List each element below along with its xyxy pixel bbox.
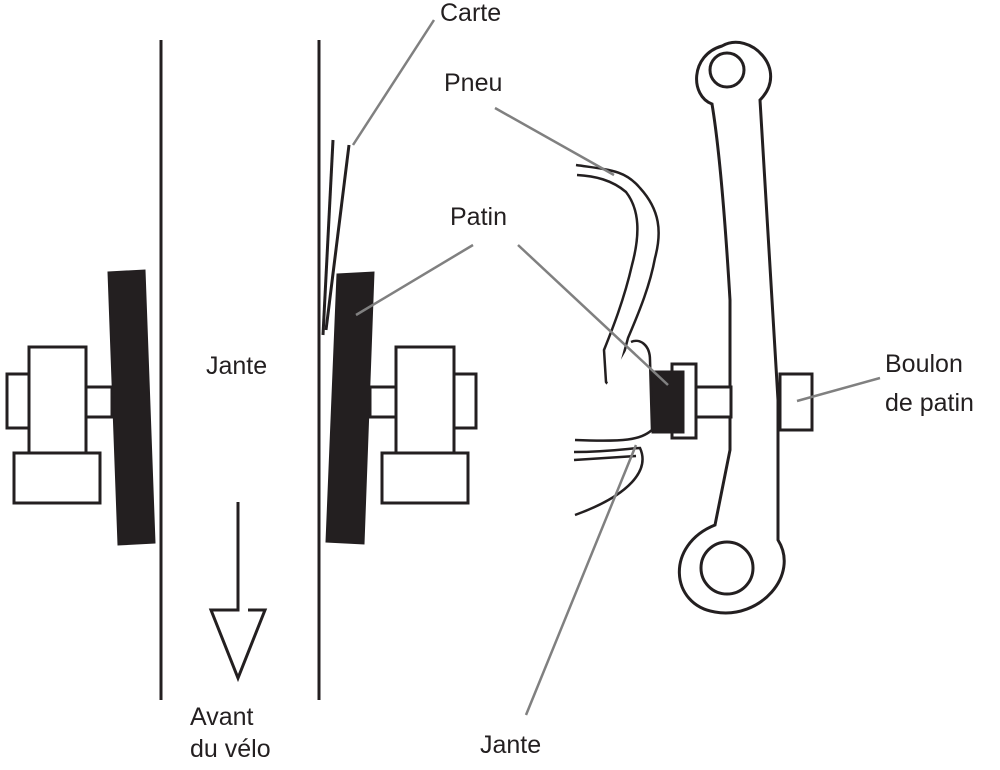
rim-lower-outline (573, 446, 644, 517)
leader-lines (351, 19, 881, 716)
right-pad-holder-base (380, 451, 470, 505)
pad-bolt-head (778, 372, 814, 432)
rim-tire-section (573, 163, 660, 517)
pad-section (651, 362, 733, 440)
left-pad-holder-base (12, 451, 102, 505)
labels: Jante Avant du vélo Carte Pneu Patin Bou… (190, 0, 974, 763)
rim-inner-wall (573, 454, 637, 462)
leader-pad-left (355, 243, 474, 317)
pad-rubber-section (651, 370, 685, 434)
leader-tire (494, 106, 615, 177)
card-shim (321, 139, 351, 336)
leader-pad-bolt (796, 376, 881, 403)
rim-front-view (159, 40, 321, 700)
brake-arm-bottom-pivot (699, 540, 755, 596)
leader-rim (524, 444, 638, 716)
brake-arm-top-pivot (708, 51, 746, 89)
direction-arrow (208, 502, 268, 683)
label-bike-front-1: Avant (190, 703, 254, 731)
brake-arm (677, 40, 814, 615)
left-pad-assembly (5, 269, 156, 546)
brake-arm-body (677, 40, 786, 615)
direction-arrow-outline (208, 502, 268, 683)
right-pad-assembly (325, 271, 478, 545)
right-pad-bolt-end (452, 372, 478, 430)
leader-card (351, 19, 436, 146)
card-edge-2 (324, 144, 351, 331)
rim-upper-outline (574, 339, 654, 442)
label-pad: Patin (450, 203, 507, 231)
label-pad-bolt-2: de patin (885, 389, 974, 417)
left-pad-holder (27, 345, 88, 455)
left-pad-stem (84, 385, 114, 419)
label-card: Carte (440, 0, 501, 27)
label-bike-front-2: du vélo (190, 735, 271, 763)
leader-pad-right (517, 244, 669, 386)
card-edge-1 (321, 139, 335, 336)
label-rim-left: Jante (206, 352, 267, 380)
label-tire: Pneu (444, 69, 502, 97)
right-pad-stem (368, 385, 398, 419)
label-pad-bolt-1: Boulon (885, 350, 963, 378)
left-pad-bolt-end (5, 372, 31, 430)
right-pad-holder (394, 345, 456, 455)
left-brake-pad (107, 269, 156, 546)
label-rim-right: Jante (480, 731, 541, 759)
right-brake-pad (325, 271, 375, 545)
